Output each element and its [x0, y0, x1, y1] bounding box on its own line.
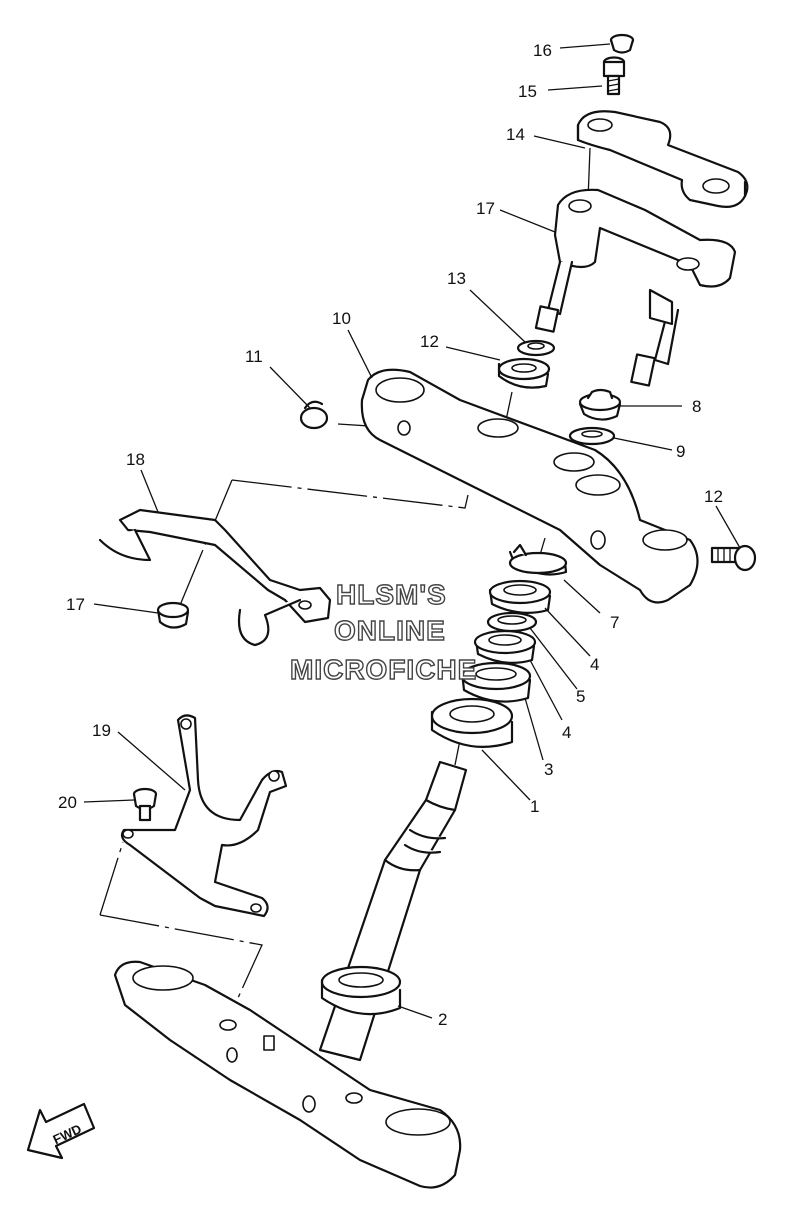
part-5-rubber-washer	[486, 611, 538, 633]
part-13-washer	[516, 339, 556, 357]
part-11-bolt	[710, 544, 757, 572]
callouts: 16 15 14 17 13 12 10 11 8 9 12 7 4 5 4 3…	[58, 41, 723, 1029]
callout-13: 13	[447, 269, 466, 288]
part-2-bearing	[320, 965, 402, 1016]
fwd-arrow-icon: FWD	[26, 1102, 96, 1160]
part-8-washer	[568, 426, 616, 446]
part-10-cap	[299, 400, 329, 430]
callout-3: 3	[544, 760, 553, 779]
watermark-line-2: ONLINE	[334, 615, 446, 646]
part-6-lock-washer	[508, 543, 568, 576]
callout-12: 12	[420, 332, 439, 351]
part-18-nut	[156, 601, 190, 629]
callout-5: 5	[576, 687, 585, 706]
callout-16: 16	[533, 41, 552, 60]
watermark-line-1: HLSM'S	[336, 579, 447, 610]
callout-19: 18	[126, 450, 145, 469]
part-3-cover	[460, 661, 532, 703]
part-steering-stem	[113, 760, 468, 1189]
part-1-bearing	[430, 697, 514, 748]
callout-7: 8	[692, 397, 701, 416]
watermark: HLSM'S ONLINE MICROFICHE	[289, 578, 477, 685]
callout-1: 1	[530, 797, 539, 816]
part-17-handlebar-holder-lower	[534, 188, 737, 387]
part-19-cable-guide	[98, 508, 332, 647]
part-15-bolt	[602, 56, 626, 96]
part-14-handlebar-holder-upper	[576, 110, 749, 208]
callout-4-lower: 4	[562, 723, 571, 742]
part-21-bolt	[132, 787, 158, 822]
part-4-ring-nut-upper	[488, 579, 552, 615]
callout-6: 7	[610, 613, 619, 632]
callout-10: 11	[245, 347, 263, 366]
part-9-upper-bracket	[360, 368, 699, 604]
callout-14: 14	[506, 125, 525, 144]
callout-8: 9	[676, 442, 685, 461]
callout-4-upper: 4	[590, 655, 599, 674]
watermark-line-3: MICROFICHE	[290, 654, 477, 685]
callout-9: 10	[332, 309, 351, 328]
part-20-bracket	[120, 714, 288, 918]
callout-2: 2	[438, 1010, 447, 1029]
callout-20: 19	[92, 721, 111, 740]
part-12-damper	[497, 357, 551, 389]
callout-11: 12	[704, 487, 723, 506]
part-16-cap	[609, 33, 635, 54]
callout-21: 20	[58, 793, 77, 812]
part-4-ring-nut-lower	[473, 629, 537, 665]
callout-15: 15	[518, 82, 537, 101]
part-7-nut	[578, 388, 622, 421]
callout-17: 17	[476, 199, 495, 218]
callout-18: 17	[66, 595, 85, 614]
